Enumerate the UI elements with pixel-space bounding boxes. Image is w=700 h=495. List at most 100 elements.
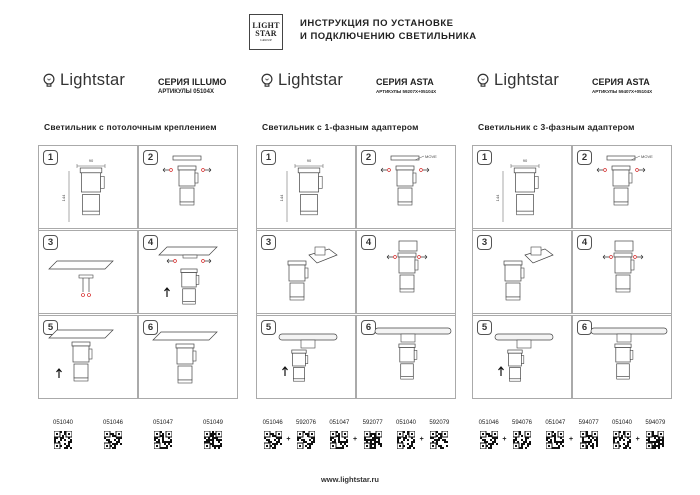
plus-sign: + (286, 436, 291, 443)
qr-code-icon (297, 431, 315, 449)
qr-code-icon (513, 431, 531, 449)
step-illustration (162, 155, 212, 206)
step-2-cell: 2 MOVE (572, 145, 672, 229)
step-number: 5 (43, 320, 58, 335)
qr-code-icon (646, 431, 665, 449)
qr-code-icon (330, 431, 349, 449)
step-5-cell: 5 (472, 315, 572, 399)
qr-code-icon (204, 431, 222, 449)
article-code: 051047 (545, 420, 566, 426)
step-5-cell: 5 (256, 315, 356, 399)
qr-code-icon (479, 431, 498, 449)
step-number: 4 (361, 235, 376, 250)
series-name: СЕРИЯ ASTA (592, 77, 650, 87)
step-illustration (152, 331, 218, 384)
series-name: СЕРИЯ ILLUMO (158, 77, 227, 87)
website-link[interactable]: www.lightstar.ru (320, 475, 380, 484)
step-number: 6 (577, 320, 592, 335)
step-5-cell: 5 (38, 315, 138, 399)
article-code: 594079 (645, 420, 666, 426)
article-code: 051049 (202, 420, 224, 426)
step-illustration (287, 246, 338, 301)
step-1-cell: 1 90 144 (38, 145, 138, 229)
qr-code-icon (430, 431, 449, 449)
article-code: 594076 (511, 420, 533, 426)
step-1-cell: 1 90 144 (256, 145, 356, 229)
step-illustration (374, 327, 452, 380)
dimension-width: 90 (89, 158, 94, 163)
step-illustration: MOVE (380, 154, 437, 206)
step-illustration (386, 240, 428, 293)
qr-code-icon (263, 431, 282, 449)
article-code: 051046 (478, 420, 499, 426)
article-code: 051046 (262, 420, 283, 426)
step-number: 2 (143, 150, 158, 165)
article-code: 592079 (429, 420, 450, 426)
step-3-cell: 3 (256, 230, 356, 314)
step-3-cell: 3 (472, 230, 572, 314)
step-illustration (590, 327, 668, 380)
qr-code-icon (613, 431, 631, 449)
article-range: АРТИКУЛЫ 59407X+05104X (592, 89, 653, 94)
article-range: АРТИКУЛЫ 05104X (158, 89, 214, 95)
article-code: 592077 (362, 420, 383, 426)
qr-code-icon (104, 431, 122, 449)
step-number: 1 (43, 150, 58, 165)
step-4-cell: 4 (572, 230, 672, 314)
dimension-height: 144 (61, 194, 66, 201)
step-number: 1 (261, 150, 276, 165)
brand-name: Lightstar (278, 71, 344, 89)
step-4-cell: 4 (356, 230, 456, 314)
brand-name: Lightstar (494, 71, 560, 89)
article-code: 051040 (395, 420, 417, 426)
step-illustration (494, 333, 554, 382)
document-title: ИНСТРУКЦИЯ ПО УСТАНОВКЕ И ПОДКЛЮЧЕНИЮ СВ… (300, 18, 477, 42)
step-number: 2 (577, 150, 592, 165)
step-illustration: MOVE (596, 154, 653, 206)
step-6-cell: 6 (138, 315, 238, 399)
step-illustration (158, 246, 218, 305)
brand-name: Lightstar (60, 71, 126, 89)
step-number: 4 (143, 235, 158, 250)
step-illustration (278, 333, 338, 382)
move-label: MOVE (425, 154, 437, 159)
brand-logo: Lightstar (260, 71, 343, 90)
step-number: 3 (43, 235, 58, 250)
plus-sign: + (635, 436, 640, 443)
step-4-cell: 4 (138, 230, 238, 314)
plus-sign: + (502, 436, 507, 443)
step-illustration (48, 260, 114, 297)
step-6-cell: 6 (356, 315, 456, 399)
qr-code-icon (154, 431, 172, 449)
step-number: 3 (477, 235, 492, 250)
step-number: 1 (477, 150, 492, 165)
section-title: Светильник с 1-фазным адаптером (262, 122, 419, 132)
plus-sign: + (353, 436, 358, 443)
step-illustration (48, 329, 114, 382)
article-code: 051040 (611, 420, 633, 426)
step-number: 6 (143, 320, 158, 335)
article-code: 051047 (329, 420, 350, 426)
step-number: 4 (577, 235, 592, 250)
step-number: 3 (261, 235, 276, 250)
step-2-cell: 2 (138, 145, 238, 229)
lightbulb-icon (261, 73, 273, 87)
step-number: 5 (477, 320, 492, 335)
step-illustration: 90 144 (61, 158, 106, 222)
section-title: Светильник с 3-фазным адаптером (478, 122, 635, 132)
step-illustration (602, 240, 644, 293)
qr-code-icon (397, 431, 415, 449)
move-label: MOVE (641, 154, 653, 159)
article-code: 051040 (52, 420, 74, 426)
qr-code-icon (54, 431, 72, 449)
article-code: 594077 (578, 420, 599, 426)
plus-sign: + (419, 436, 424, 443)
article-code: 051046 (102, 420, 124, 426)
dimension-height: 144 (495, 194, 500, 201)
dimension-height: 144 (279, 194, 284, 201)
dimension-width: 90 (307, 158, 312, 163)
qr-code-icon (579, 431, 598, 449)
qr-code-icon (363, 431, 382, 449)
